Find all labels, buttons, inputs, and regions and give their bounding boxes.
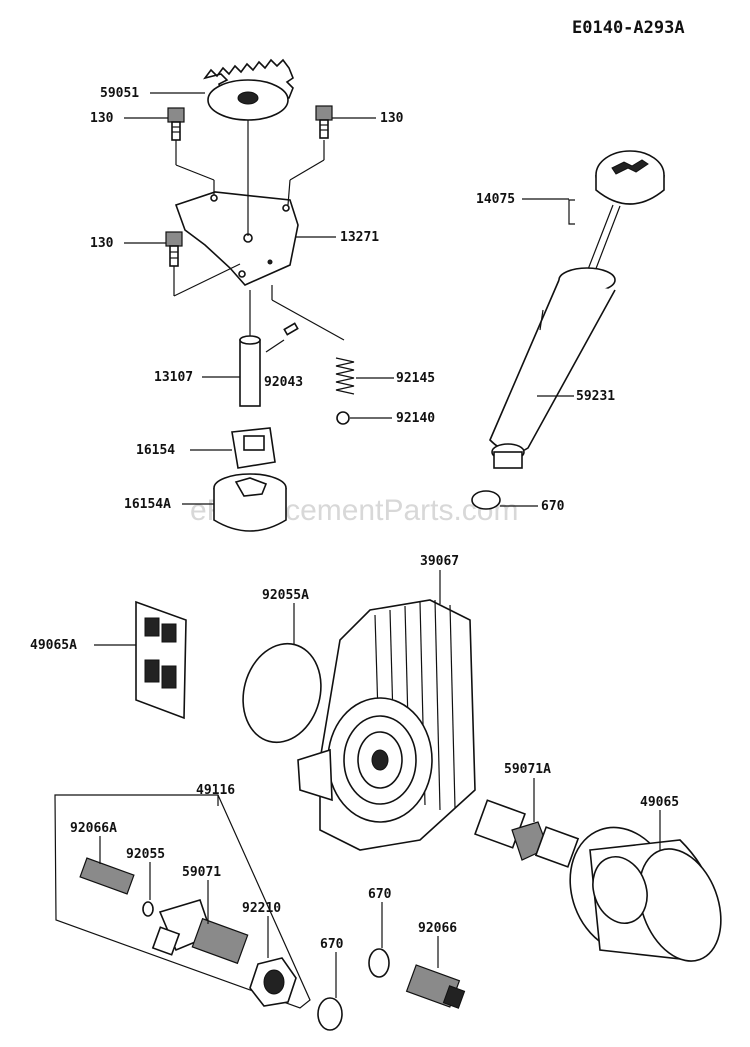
label-49116: 49116 (196, 783, 235, 798)
label-14075: 14075 (476, 192, 515, 207)
label-670-mid: 670 (368, 887, 392, 902)
outer-rotor-16154A (213, 473, 287, 532)
assembly-frame-49116 (54, 794, 311, 1009)
label-130-left-top: 130 (90, 111, 114, 126)
label-59071: 59071 (182, 865, 221, 880)
oil-filter-49065 (569, 810, 722, 962)
o-ring-670-mid (368, 948, 390, 978)
o-ring-670-tube (471, 490, 501, 510)
bolt-130-right-top (315, 105, 333, 139)
fitting-59071 (151, 880, 249, 965)
label-49065: 49065 (640, 795, 679, 810)
label-92055: 92055 (126, 847, 165, 862)
label-670-tube: 670 (541, 499, 565, 514)
label-39067: 39067 (420, 554, 459, 569)
label-92140: 92140 (396, 411, 435, 426)
label-13107: 13107 (154, 370, 193, 385)
label-92145: 92145 (396, 371, 435, 386)
leader-lines (94, 92, 574, 646)
union-59071A (474, 778, 580, 868)
label-59231: 59231 (576, 389, 615, 404)
o-ring-670-bottom (317, 997, 343, 1031)
label-16154A: 16154A (124, 497, 171, 512)
pump-cover-plate-13271 (173, 120, 345, 341)
nut-92210 (249, 916, 297, 1007)
label-130-right-top: 130 (380, 111, 404, 126)
o-ring-92055A (242, 642, 322, 744)
label-130-left-mid: 130 (90, 236, 114, 251)
bolt-130-left-mid (165, 231, 183, 267)
drain-plug-92066 (405, 936, 466, 1009)
label-92210: 92210 (242, 901, 281, 916)
filler-tube-59231 (489, 267, 616, 469)
label-59051: 59051 (100, 86, 139, 101)
pin-92043 (265, 322, 299, 353)
drain-plug-92066A (79, 836, 135, 895)
pump-gear-59051 (203, 58, 294, 121)
label-92043: 92043 (264, 375, 303, 390)
label-49065A: 49065A (30, 638, 77, 653)
spring-92145 (335, 357, 355, 395)
label-92055A: 92055A (262, 588, 309, 603)
inner-rotor-16154 (231, 427, 276, 469)
ball-92140 (336, 411, 350, 425)
label-670-bottom: 670 (320, 937, 344, 952)
filter-element-49065A (135, 600, 187, 720)
bolt-130-left-top (167, 107, 185, 141)
label-16154: 16154 (136, 443, 175, 458)
o-ring-92055 (142, 901, 154, 917)
oil-cooler-39067 (297, 599, 476, 851)
label-13271: 13271 (340, 230, 379, 245)
label-92066: 92066 (418, 921, 457, 936)
pump-shaft-13107 (239, 290, 261, 407)
diagram-code: E0140-A293A (572, 18, 685, 38)
dipstick-14075 (568, 150, 665, 293)
label-92066A: 92066A (70, 821, 117, 836)
label-59071A: 59071A (504, 762, 551, 777)
